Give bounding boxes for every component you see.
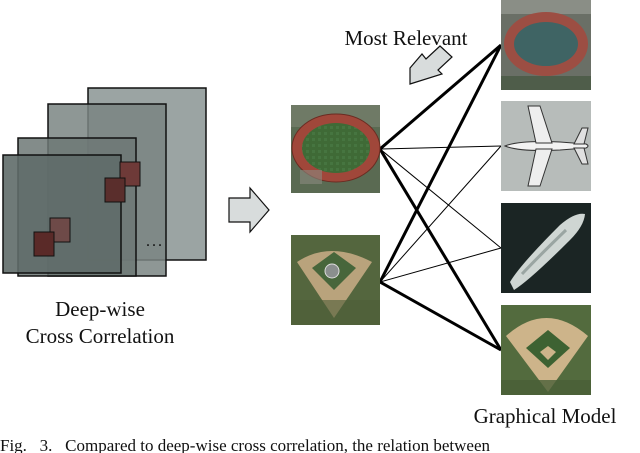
right-arrow-icon — [228, 186, 270, 234]
correlation-patch — [49, 217, 71, 243]
query-thumbnail-stadium — [291, 105, 381, 193]
graph-edge — [379, 247, 502, 283]
left-label-line1: Deep-wise — [55, 297, 145, 321]
target-thumbnail-stadium — [501, 0, 591, 90]
graph-edge — [379, 43, 502, 151]
left-label-line2: Cross Correlation — [26, 324, 175, 348]
query-thumbnail-baseball-field — [291, 235, 380, 325]
figure-caption: Fig. 3. Compared to deep-wise cross corr… — [0, 436, 491, 453]
ellipsis: ... — [146, 233, 164, 250]
graph-edge — [379, 280, 502, 352]
target-thumbnail-ship — [501, 203, 591, 293]
target-thumbnail-baseball-field — [501, 305, 591, 395]
graph-edge — [378, 44, 503, 283]
graph-edge — [379, 145, 502, 283]
graphical-model-label: Graphical Model — [474, 404, 617, 428]
feature-plate — [2, 154, 122, 274]
up-left-arrow-icon — [409, 45, 453, 85]
correlation-patch — [104, 177, 126, 203]
graph-edges — [378, 43, 503, 352]
graph-edge — [378, 148, 503, 351]
feature-stack: ... — [2, 87, 207, 277]
graph-edge — [379, 145, 502, 150]
graph-edge — [379, 148, 502, 249]
most-relevant-label: Most Relevant — [344, 26, 467, 50]
correlation-patch — [33, 231, 55, 257]
target-thumbnail-airplane — [501, 101, 591, 191]
